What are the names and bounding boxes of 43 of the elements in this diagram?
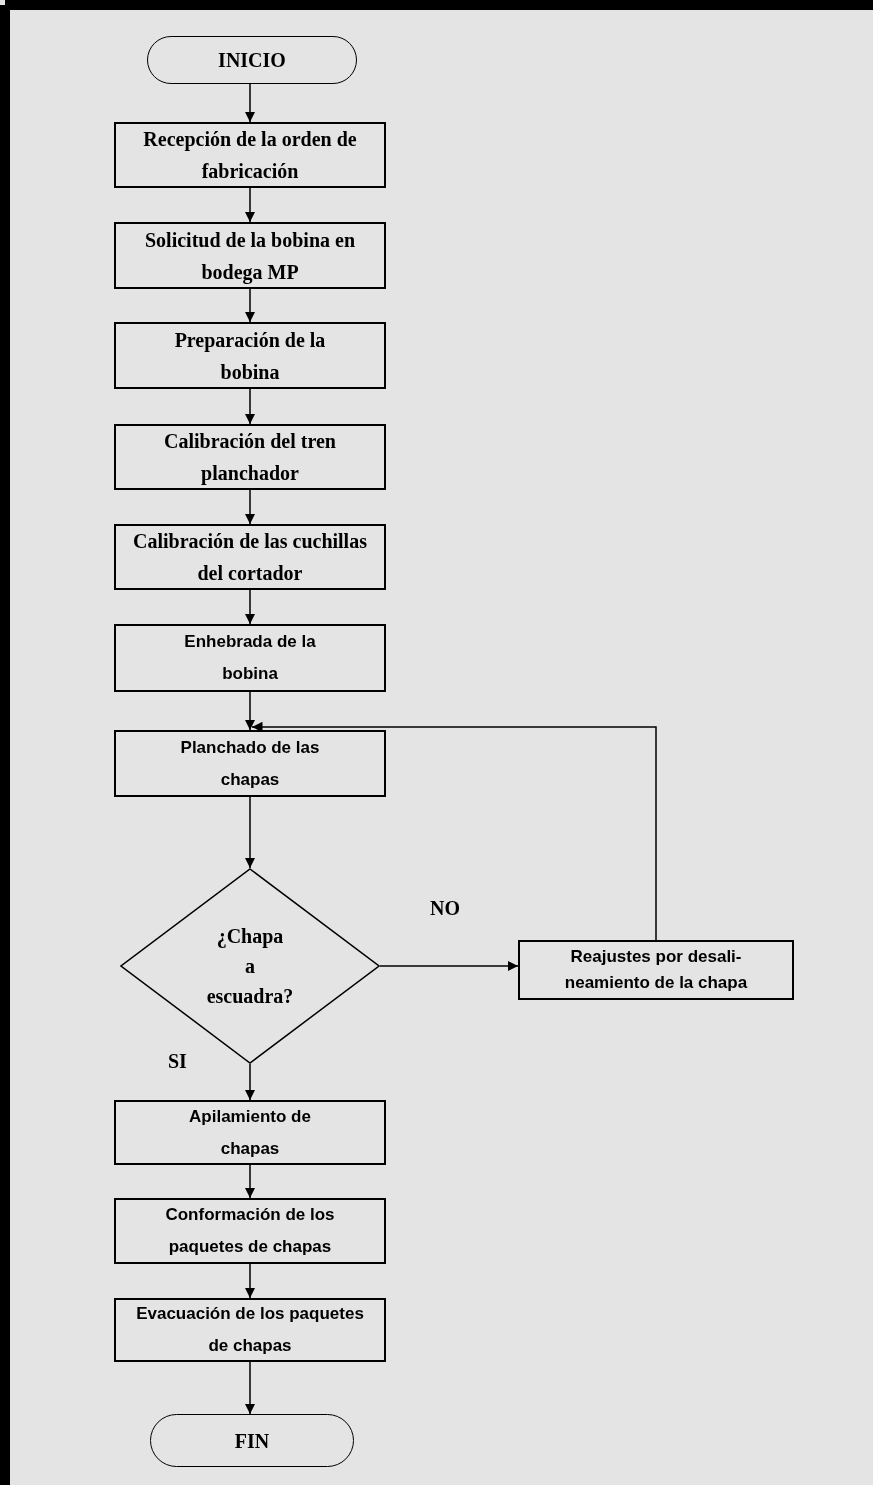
process-box (114, 730, 386, 797)
process-box (518, 940, 794, 1000)
step-label: Calibración del tren planchador (163, 429, 337, 487)
arrow (244, 83, 256, 123)
step-label: Recepción de la orden de fabricación (142, 127, 358, 184)
arrow (244, 1063, 256, 1101)
process-box (114, 322, 386, 389)
step-label: Calibración de las cuchillas del cortador (132, 529, 368, 586)
arrow (244, 489, 256, 525)
edge-label: NO (429, 897, 461, 920)
process-box (114, 1298, 386, 1362)
step-label: Planchado de las chapas (179, 736, 321, 791)
process-box (114, 222, 386, 289)
step-label: Reajustes por desali- neamiento de la chapa (563, 946, 749, 994)
terminator-shape (147, 36, 357, 84)
step-label: ¿Chapa a escuadra? (206, 924, 294, 1009)
process-box (114, 524, 386, 590)
arrow (244, 388, 256, 425)
arrow (244, 691, 256, 731)
process-box (114, 122, 386, 188)
arrow (244, 1361, 256, 1415)
step-label: Solicitud de la bobina en bodega MP (143, 227, 357, 286)
arrow (244, 589, 256, 625)
process-box (114, 624, 386, 692)
step-label: INICIO (218, 48, 286, 73)
arrow (244, 1164, 256, 1199)
terminator-shape (150, 1414, 354, 1467)
process-box (114, 1100, 386, 1165)
step-label: Preparación de la bobina (173, 327, 327, 385)
arrow (244, 288, 256, 323)
step-label: Apilamiento de chapas (188, 1105, 312, 1160)
arrow (244, 796, 256, 869)
arrow (244, 1263, 256, 1299)
edge-label: SI (167, 1050, 188, 1073)
step-label: Evacuación de los paquetes de chapas (135, 1303, 365, 1357)
arrow (251, 721, 657, 941)
process-box (114, 424, 386, 490)
step-label: FIN (234, 1428, 270, 1454)
step-label: Conformación de los paquetes de chapas (164, 1204, 336, 1258)
step-label: Enhebrada de la bobina (183, 631, 317, 685)
arrow (244, 187, 256, 223)
arrow (379, 960, 519, 972)
process-box (114, 1198, 386, 1264)
